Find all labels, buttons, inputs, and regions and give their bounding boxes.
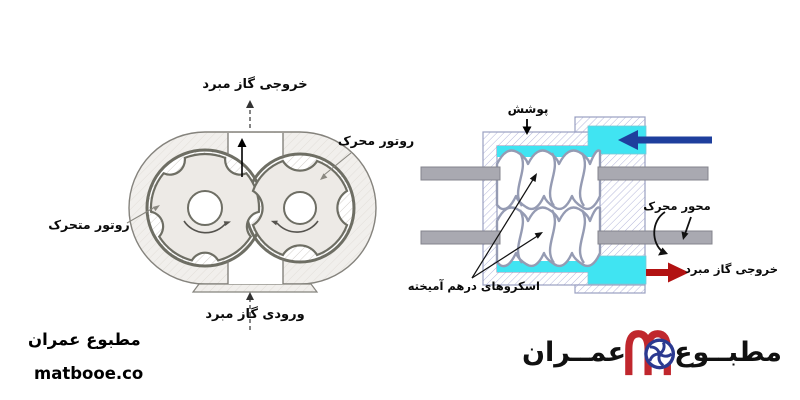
lobe-compressor-drawing	[126, 100, 377, 330]
screw-screws-label: اسکروهای درهم آمیخته	[407, 279, 540, 293]
logo-text-left: عمــران	[522, 336, 627, 368]
outlet-flow-arrow	[237, 100, 254, 177]
shaft-rotation-arrow	[653, 211, 692, 256]
screw-rotors	[495, 149, 602, 268]
screw-shaft-label: محور محرک	[643, 199, 711, 213]
lobe-drive-rotor-label: روتور محرک	[337, 133, 415, 148]
screw-outlet-label: خروجی گاز مبرد	[684, 262, 778, 276]
screw-compressor-drawing	[420, 116, 713, 294]
shafts	[420, 166, 713, 245]
inlet-gas-arrow	[618, 130, 712, 150]
cover-pointer	[522, 119, 532, 135]
brand-url: matbooe.co	[34, 364, 144, 383]
lobe-inlet-label: ورودی گاز مبرد	[205, 307, 305, 322]
rotor-rotation-arrows	[183, 220, 319, 234]
logo-m-fan-icon	[625, 330, 676, 376]
screws-pointers	[471, 173, 543, 279]
screw-cover-label: پوشش	[507, 102, 549, 116]
lobe-outlet-label: خروجی گاز مبرد	[202, 77, 308, 92]
logo-text-right: مطبــوع	[674, 336, 782, 368]
outlet-gas-arrow	[646, 262, 689, 283]
label-pointers	[126, 152, 352, 224]
lobe-casing-foot	[191, 283, 319, 293]
lobe-driven-rotor-label: روتور متحرک	[48, 217, 130, 232]
brand-logo: مطبــوع عمــران	[522, 324, 782, 380]
inlet-flow-arrow	[246, 292, 254, 330]
brand-name: مطبوع عمران	[28, 330, 141, 349]
